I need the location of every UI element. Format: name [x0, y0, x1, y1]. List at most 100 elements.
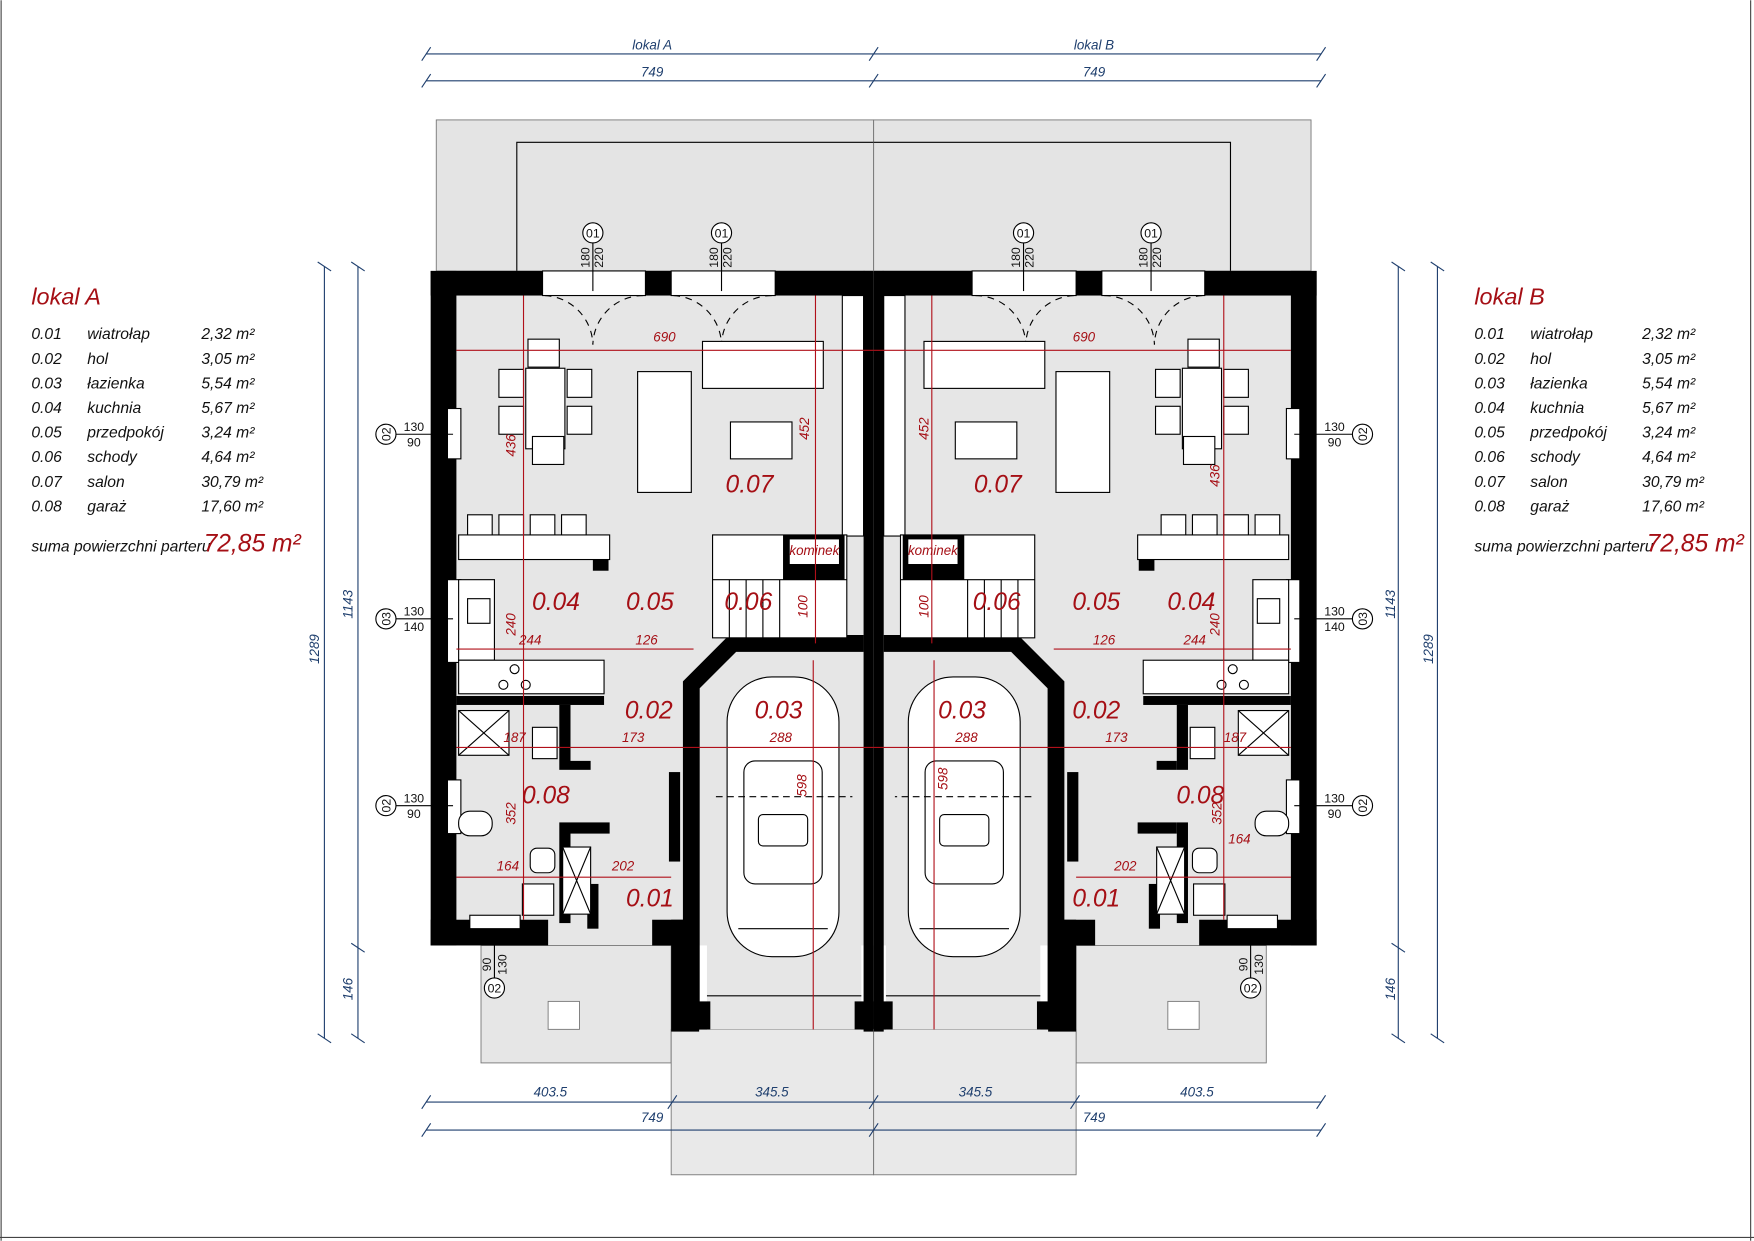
dim-seg-1: 403.5 [534, 1084, 568, 1099]
dim-left-main: 1143 [340, 589, 355, 618]
svg-text:130: 130 [496, 954, 510, 975]
svg-text:130: 130 [1324, 604, 1345, 618]
svg-text:90: 90 [1236, 957, 1250, 971]
room-no: 0.04 [1474, 400, 1505, 417]
svg-text:130: 130 [1324, 791, 1345, 805]
dim-126: 126 [635, 633, 658, 648]
room-area: 17,60 m² [201, 498, 264, 515]
room-label-wiatrolap: 0.01 [626, 885, 674, 912]
room-label-schody: 0.06 [973, 589, 1021, 616]
dim-width-b: 749 [1083, 64, 1106, 79]
room-no: 0.05 [1474, 425, 1505, 442]
dim-187: 187 [1224, 730, 1247, 745]
dim-bottom-width-b: 749 [1083, 1110, 1106, 1125]
svg-text:180: 180 [707, 247, 721, 268]
room-name: łazienka [1530, 375, 1588, 392]
dim-240: 240 [1207, 613, 1222, 637]
dim-right-extra: 146 [1383, 977, 1398, 1000]
room-label-salon: 0.07 [974, 471, 1023, 498]
svg-text:130: 130 [1324, 420, 1345, 434]
dim-288: 288 [954, 730, 978, 745]
room-name: garaż [1530, 498, 1569, 515]
svg-text:180: 180 [1137, 247, 1151, 268]
room-area: 2,32 m² [200, 326, 255, 343]
room-name: schody [87, 449, 138, 466]
room-name: schody [1530, 449, 1581, 466]
svg-text:220: 220 [1023, 247, 1037, 268]
dim-244: 244 [518, 633, 541, 648]
room-label-lazienka: 0.03 [755, 697, 803, 724]
dim-187: 187 [503, 730, 526, 745]
room-area: 5,67 m² [201, 400, 255, 417]
svg-text:130: 130 [1252, 954, 1266, 975]
svg-text:01: 01 [1017, 226, 1031, 240]
top-dimensions: lokal A lokal B 749 749 [421, 37, 1327, 88]
room-label-kuchnia: 0.04 [532, 589, 580, 616]
svg-text:90: 90 [407, 807, 421, 821]
dim-seg-2: 345.5 [755, 1084, 789, 1099]
dim-100: 100 [916, 595, 931, 618]
room-label-hol: 0.02 [625, 697, 673, 724]
svg-text:01: 01 [586, 226, 600, 240]
room-no: 0.03 [31, 375, 62, 392]
room-label-hol: 0.02 [1072, 697, 1120, 724]
inner-dimensions-a: 690 436 452 240 244 126 100 187 173 288 … [497, 329, 841, 873]
room-area: 4,64 m² [201, 449, 255, 466]
room-name: wiatrołap [87, 326, 150, 343]
svg-text:01: 01 [1144, 226, 1158, 240]
dim-452: 452 [797, 417, 812, 440]
room-labels-a: 0.07 0.04 0.05 0.06 0.02 0.03 0.08 0.01 [522, 471, 803, 912]
room-no: 0.07 [31, 474, 63, 491]
svg-text:180: 180 [579, 247, 593, 268]
svg-text:130: 130 [404, 604, 425, 618]
room-label-przedpokoj: 0.05 [1072, 589, 1120, 616]
dim-label-lokal-a: lokal A [632, 37, 672, 52]
dim-240: 240 [504, 613, 519, 637]
dim-right-total: 1289 [1421, 634, 1436, 664]
dim-436: 436 [1207, 464, 1222, 487]
dim-173: 173 [622, 730, 645, 745]
svg-text:02: 02 [379, 427, 393, 441]
dim-seg-3: 345.5 [959, 1084, 993, 1099]
room-label-kuchnia: 0.04 [1167, 589, 1215, 616]
room-area: 5,54 m² [201, 375, 255, 392]
svg-text:130: 130 [404, 791, 425, 805]
legend-title: lokal A [31, 283, 101, 309]
svg-text:02: 02 [1244, 981, 1258, 995]
svg-text:90: 90 [1328, 807, 1342, 821]
room-area: 3,05 m² [201, 351, 255, 368]
dim-598: 598 [935, 767, 950, 790]
dim-left-total: 1289 [307, 634, 322, 664]
chimney-label: kominek [789, 543, 840, 558]
room-name: kuchnia [1530, 400, 1584, 417]
room-no: 0.04 [31, 400, 62, 417]
svg-text:220: 220 [721, 247, 735, 268]
dim-690: 690 [653, 329, 676, 344]
room-no: 0.01 [31, 326, 61, 343]
room-label-wiatrolap: 0.01 [1072, 885, 1120, 912]
svg-text:220: 220 [1150, 247, 1164, 268]
svg-text:140: 140 [404, 620, 425, 634]
dim-seg-4: 403.5 [1180, 1084, 1214, 1099]
dim-352: 352 [1210, 802, 1225, 825]
svg-text:180: 180 [1009, 247, 1023, 268]
room-name: salon [1530, 474, 1567, 491]
svg-text:90: 90 [407, 436, 421, 450]
room-area: 3,05 m² [1642, 351, 1696, 368]
room-name: hol [1530, 351, 1551, 368]
room-label-schody: 0.06 [724, 589, 772, 616]
svg-text:03: 03 [1356, 612, 1370, 626]
dim-436: 436 [504, 434, 519, 457]
room-no: 0.06 [31, 449, 62, 466]
